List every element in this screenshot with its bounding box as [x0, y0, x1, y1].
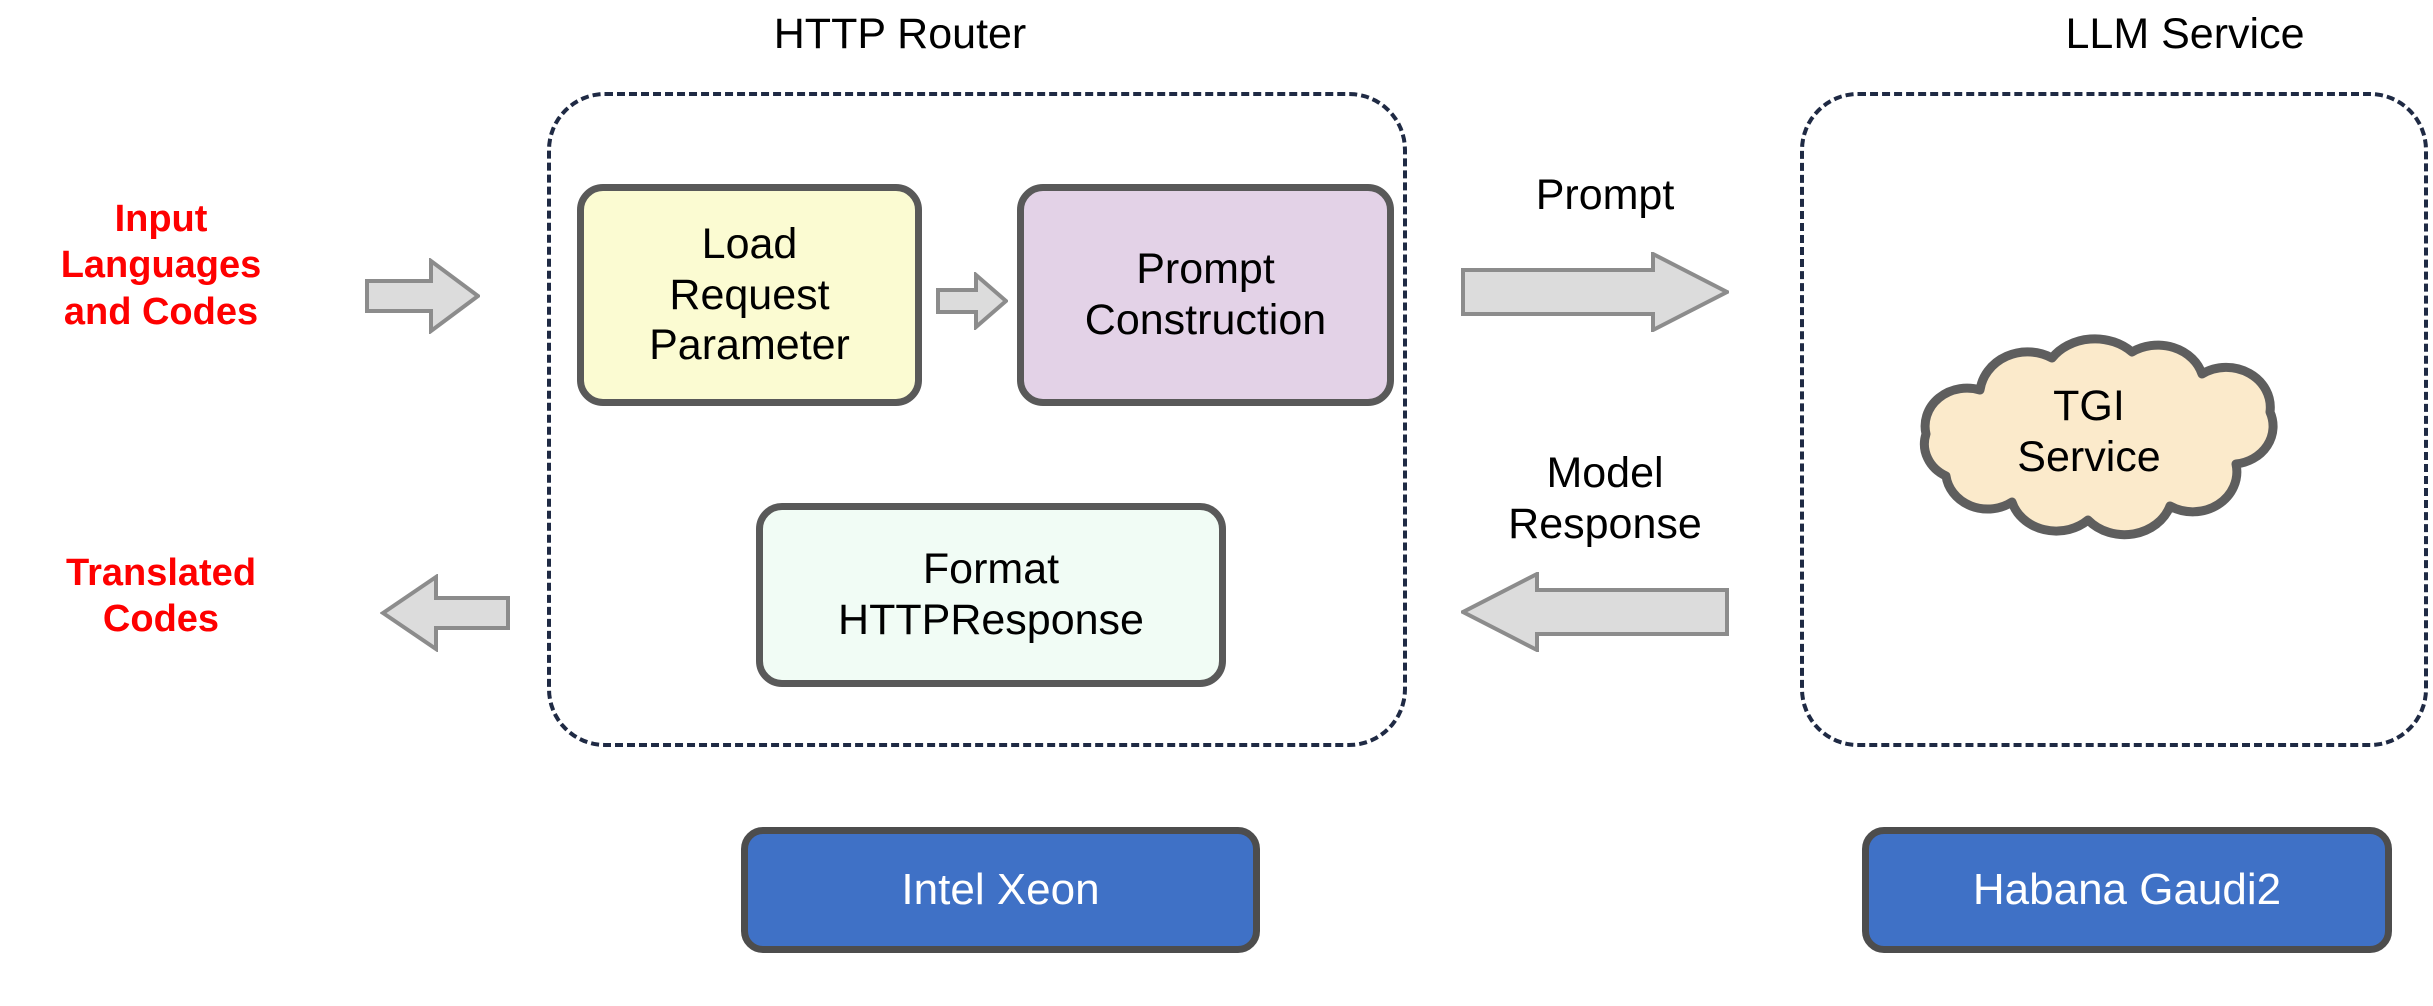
load-request-line-3: Parameter [649, 321, 850, 370]
endpoint-label-output: Translated Codes [16, 550, 306, 643]
group-title-http-router: HTTP Router [773, 10, 1027, 58]
process-box-format-httpresponse-label: Format HTTPResponse [838, 544, 1144, 645]
process-box-prompt-construction[interactable]: Prompt Construction [1017, 184, 1394, 406]
load-request-line-1: Load [701, 219, 798, 268]
endpoint-output-line-2: Codes [102, 598, 220, 641]
load-request-line-2: Request [669, 270, 830, 319]
arrow-model-response-llm-to-router [1461, 572, 1729, 652]
hardware-box-intel-xeon[interactable]: Intel Xeon [741, 827, 1260, 953]
hardware-box-habana-gaudi2-label: Habana Gaudi2 [1972, 865, 2282, 914]
format-response-line-2: HTTPResponse [838, 596, 1144, 644]
arrow-input-to-router [365, 258, 480, 334]
arrow-load-request-to-prompt-construction [936, 272, 1008, 330]
edge-label-model-response-line-2: Response [1508, 499, 1702, 548]
edge-label-prompt: Prompt [1455, 170, 1755, 221]
endpoint-output-line-1: Translated [65, 552, 257, 594]
process-box-format-httpresponse[interactable]: Format HTTPResponse [756, 503, 1226, 687]
edge-label-prompt-text: Prompt [1535, 171, 1675, 219]
format-response-line-1: Format [922, 545, 1060, 594]
edge-label-model-response: Model Response [1455, 448, 1755, 549]
group-boundary-http-router [547, 92, 1407, 747]
process-box-load-request-parameter[interactable]: Load Request Parameter [577, 184, 922, 406]
arrow-router-to-output [380, 574, 510, 652]
group-title-llm-service: LLM Service [2065, 10, 2305, 58]
endpoint-input-line-1: Input [114, 198, 208, 240]
arrow-prompt-router-to-llm [1461, 252, 1729, 332]
group-boundary-llm-service [1800, 92, 2428, 747]
endpoint-input-line-3: and Codes [63, 290, 259, 333]
endpoint-label-input: Input Languages and Codes [16, 196, 306, 335]
prompt-construction-line-1: Prompt [1136, 245, 1275, 294]
endpoint-input-line-2: Languages [60, 244, 262, 287]
prompt-construction-line-2: Construction [1084, 296, 1327, 344]
hardware-box-intel-xeon-label: Intel Xeon [901, 865, 1100, 914]
process-box-prompt-construction-label: Prompt Construction [1085, 244, 1326, 345]
process-box-load-request-parameter-label: Load Request Parameter [649, 219, 850, 371]
cloud-tgi-service[interactable]: TGI Service [1884, 330, 2294, 550]
hardware-box-habana-gaudi2[interactable]: Habana Gaudi2 [1862, 827, 2392, 953]
edge-label-model-response-line-1: Model [1546, 449, 1664, 497]
